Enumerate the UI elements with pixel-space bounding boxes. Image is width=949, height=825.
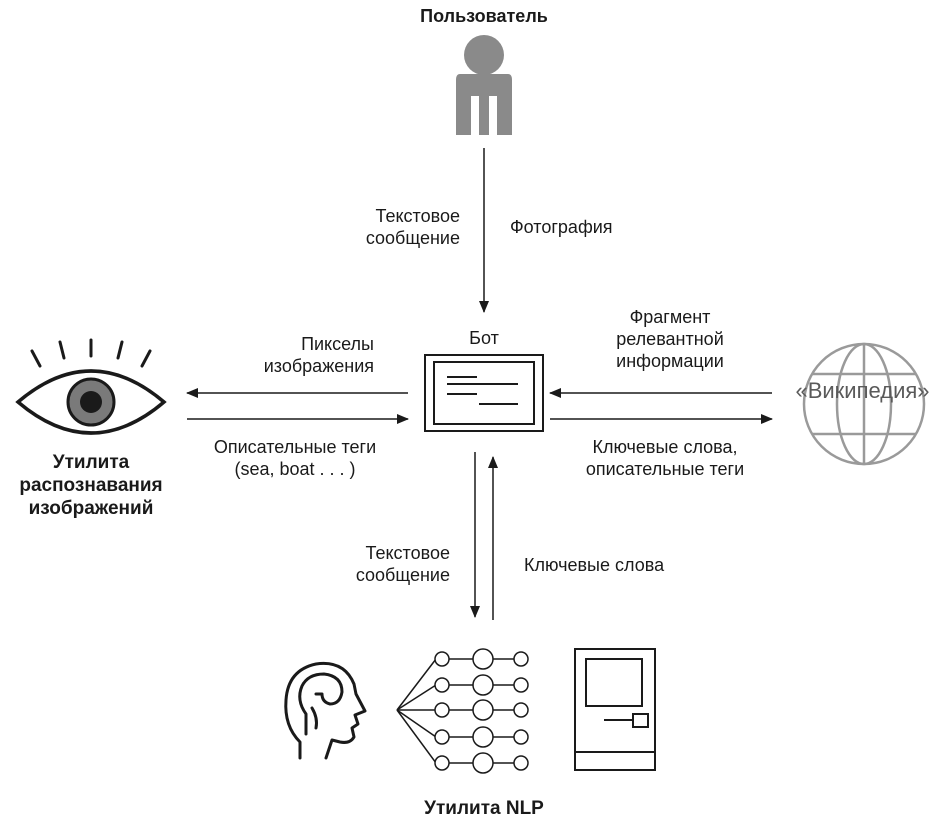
person-icon	[456, 35, 512, 135]
edge-label-line: Описательные теги	[213, 437, 377, 457]
edge-label-line: Ключевые слова,	[592, 437, 738, 457]
edge-label-line: сообщение	[365, 228, 460, 248]
computer-icon	[574, 648, 656, 771]
bot-title: Бот	[469, 328, 499, 348]
edge-label-fragment: Фрагмент релевантной информации	[590, 306, 750, 372]
edge-label-line: Фрагмент	[629, 307, 711, 327]
edge-label-line: (sea, boat . . . )	[234, 459, 356, 479]
edge-label-line: релевантной	[616, 329, 724, 349]
edge-label-line: Текстовое	[375, 206, 460, 226]
image-tool-title-line: распознавания	[19, 475, 163, 496]
edge-label-keywords-tags: Ключевые слова, описательные теги	[560, 436, 770, 480]
edge-label-line: Текстовое	[365, 543, 450, 563]
edge-label-pixels: Пикселы изображения	[200, 333, 374, 377]
head-icon	[284, 661, 367, 760]
eye-icon	[15, 338, 167, 435]
image-tool-title: Утилита распознавания изображений	[0, 451, 182, 520]
globe-icon	[802, 342, 926, 466]
image-tool-title-line: изображений	[28, 498, 154, 519]
edge-label-user-text: Текстовое сообщение	[300, 205, 460, 249]
user-title: Пользователь	[420, 6, 548, 26]
edge-label-line: описательные теги	[585, 459, 745, 479]
edge-label-line: изображения	[263, 356, 374, 376]
bot-window-icon	[424, 354, 544, 432]
edge-label-nlp-text: Текстовое сообщение	[290, 542, 450, 586]
edge-label-tags: Описательные теги (sea, boat . . . )	[180, 436, 410, 480]
edge-label-line: Пикселы	[301, 334, 374, 354]
neural-network-icon	[396, 648, 529, 774]
nlp-tool-title: Утилита NLP	[424, 798, 544, 819]
edge-label-nlp-keywords: Ключевые слова	[524, 555, 665, 575]
edge-label-line: сообщение	[355, 565, 450, 585]
edge-label-user-photo: Фотография	[510, 217, 613, 237]
image-tool-title-line: Утилита	[52, 452, 130, 473]
wikipedia-title: «Википедия»	[795, 378, 930, 403]
edge-label-line: информации	[616, 351, 724, 371]
